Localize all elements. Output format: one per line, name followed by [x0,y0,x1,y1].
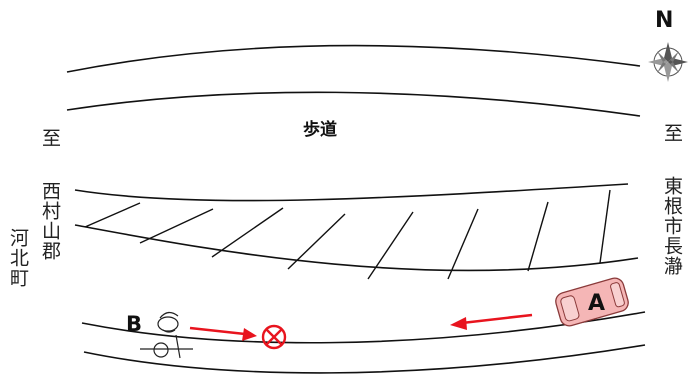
vehicle-b-bicycle-icon [140,311,193,359]
right-destination: 東根市長瀞 [661,176,683,276]
sidewalk-label: 歩道 [303,119,337,140]
vehicle-a-car-icon: A [555,277,629,327]
road-lower-line-1 [81,311,646,344]
left-to-label: 至 [39,128,61,148]
hatched-zone [84,189,611,280]
sidewalk-lower-line [66,91,641,117]
crosswalk-bottom-line [74,224,639,272]
road-edges [66,44,646,374]
crosswalk-top-line [74,183,629,202]
vehicle-a-label: A [588,291,605,316]
collision-point-icon [261,324,287,350]
compass-rose-icon [648,42,688,82]
compass-north-label: N [655,8,673,33]
top-edge-line [66,44,641,73]
vehicle-a-direction-arrow [450,313,533,330]
right-to-label: 至 [661,123,683,143]
left-destination-1: 西村山郡 [39,181,61,261]
road-lower-line-2 [83,344,646,374]
vehicle-b-label: B [126,312,142,336]
vehicle-b-direction-arrow [189,326,257,341]
left-destination-2: 河北町 [7,228,29,288]
